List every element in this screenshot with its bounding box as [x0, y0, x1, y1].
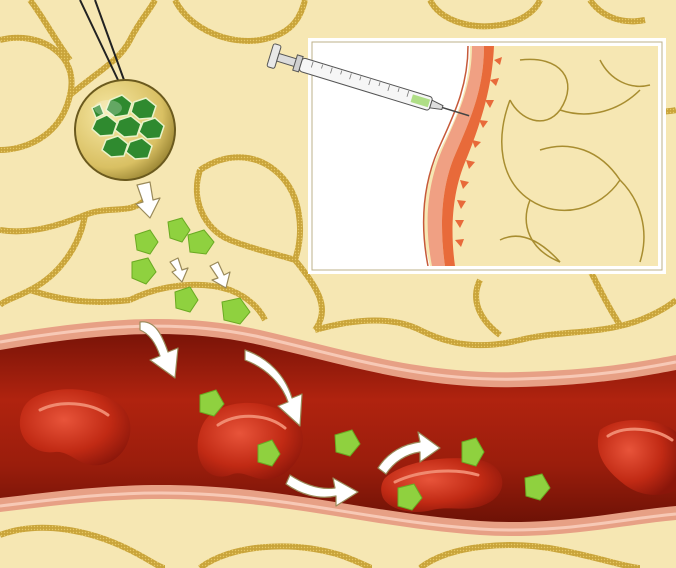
capsule-icon — [75, 80, 175, 180]
